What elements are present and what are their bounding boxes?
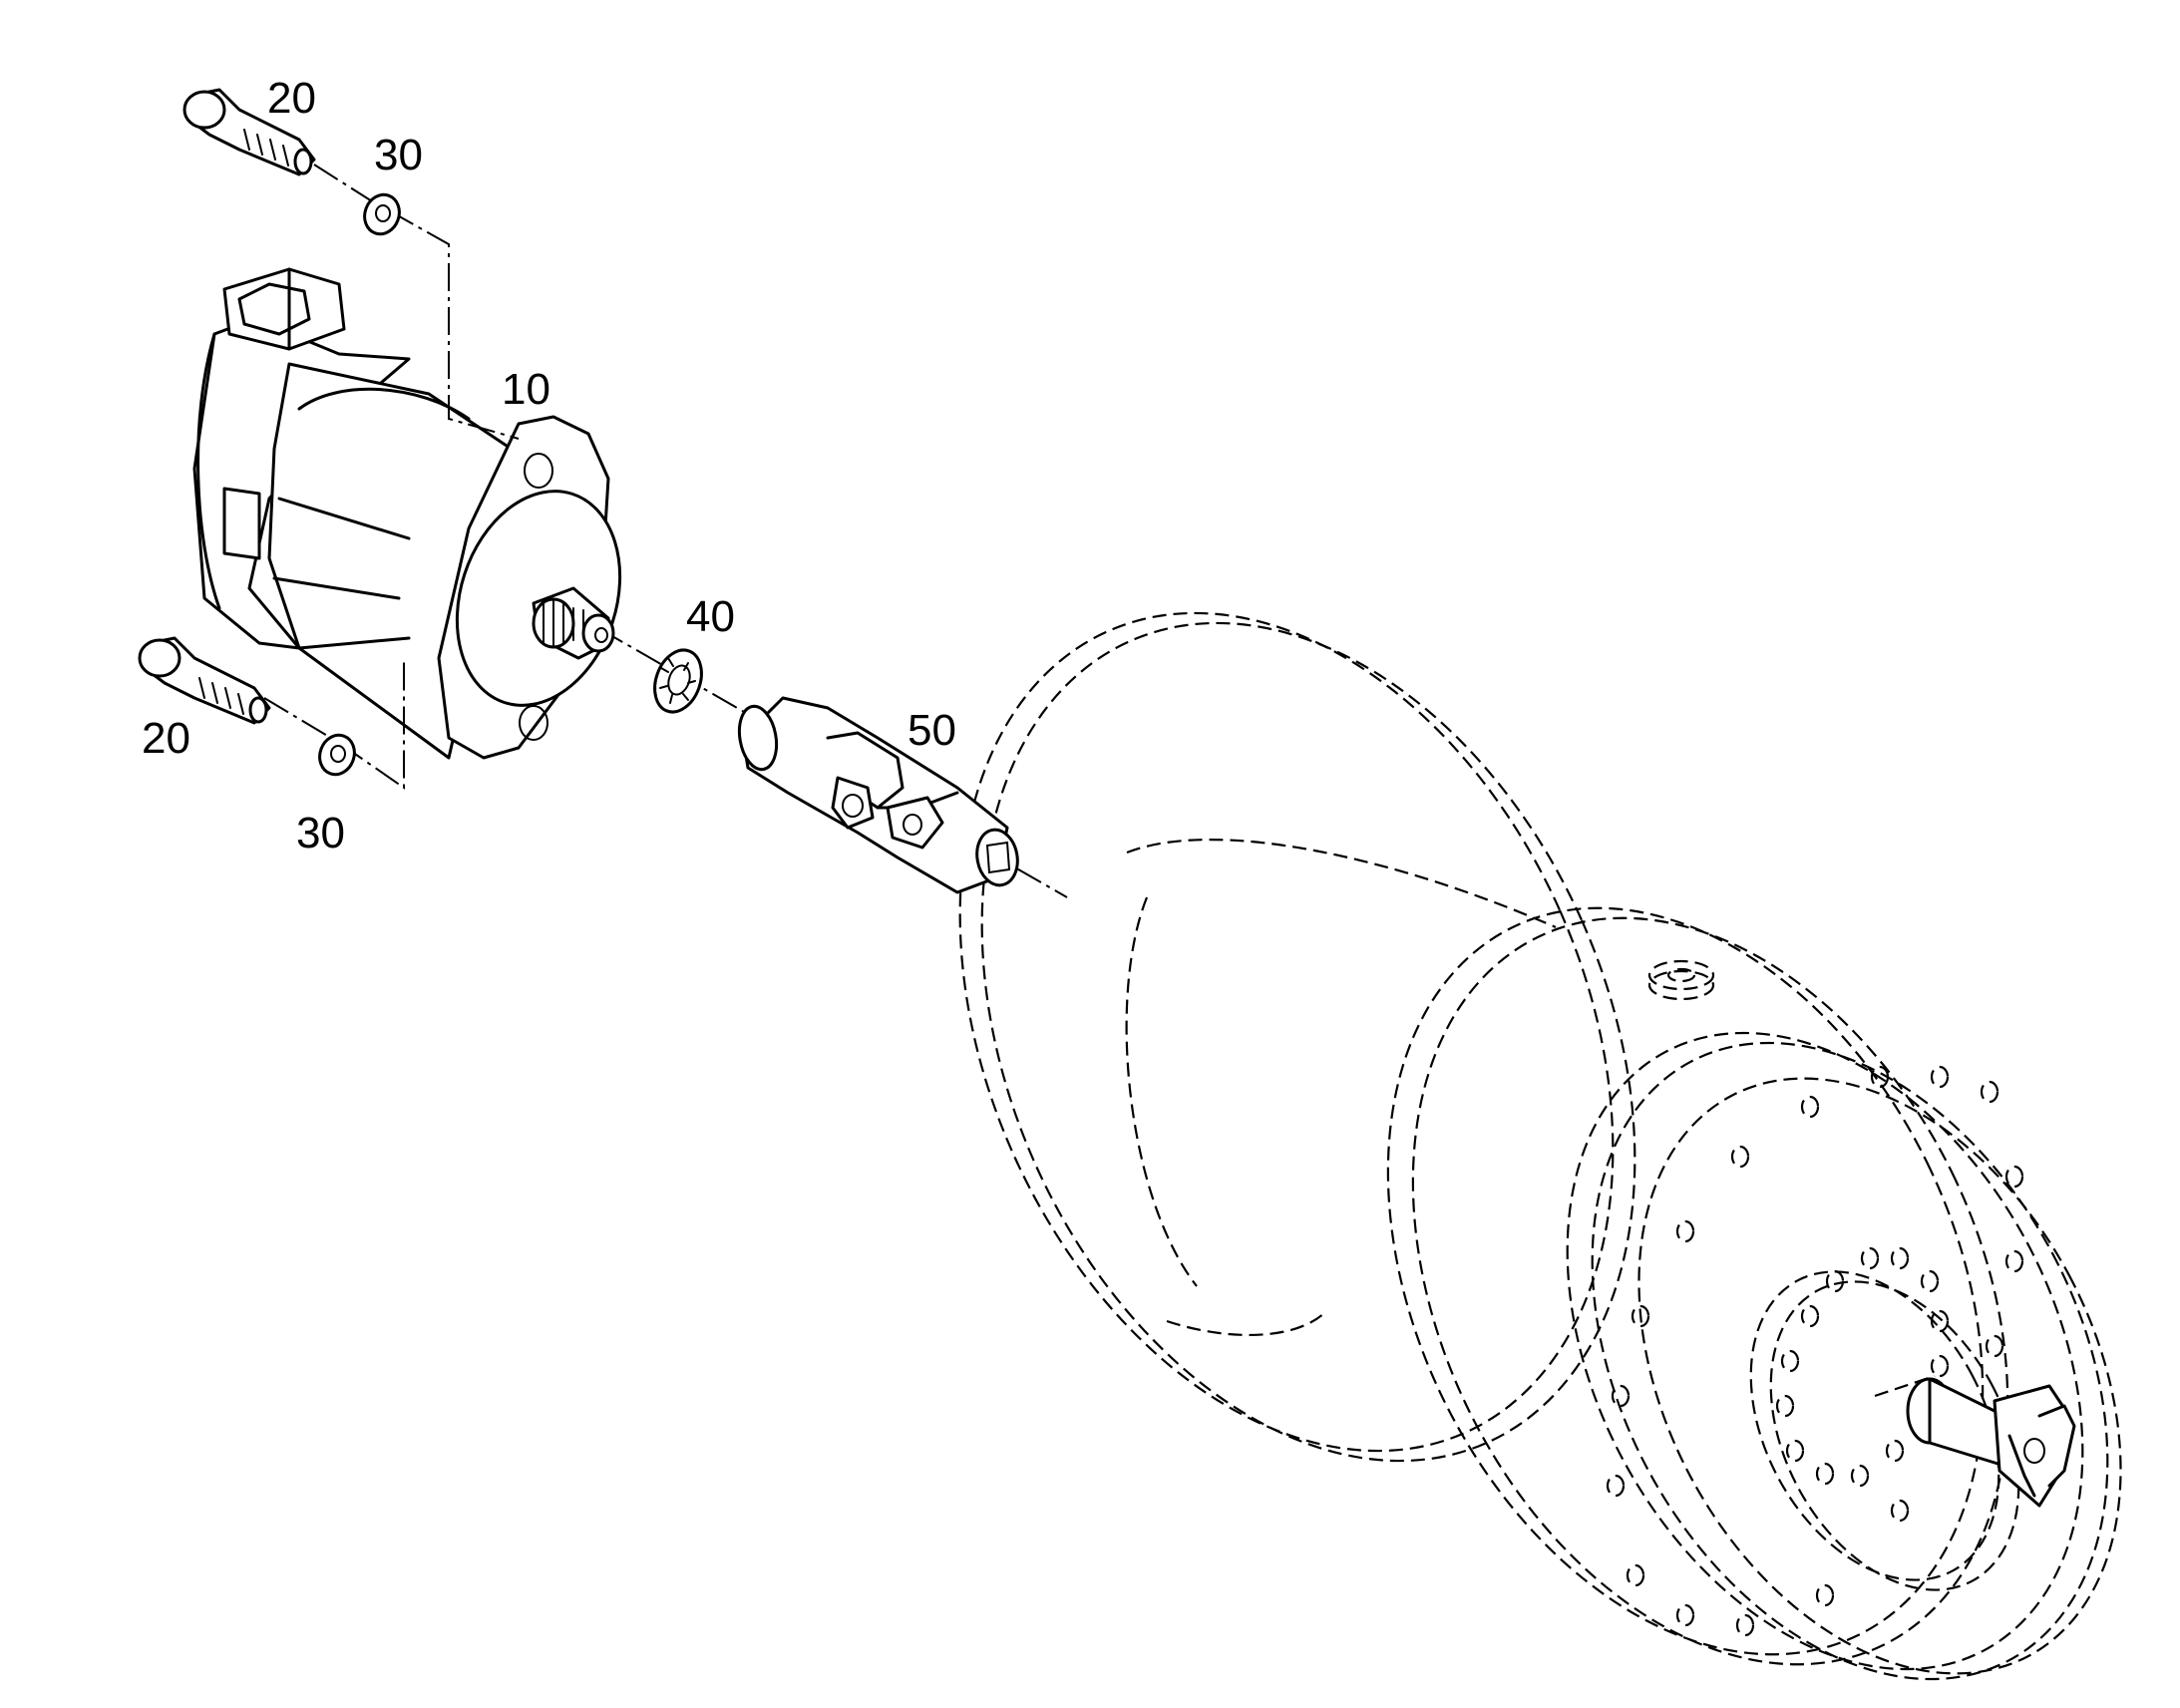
washer-bottom [318,733,356,777]
bolt-top [182,88,316,176]
callout-bolt-bottom: 20 [142,714,190,763]
bolt-leader-top [313,164,520,440]
callout-washer-bottom: 30 [296,809,345,857]
lock-washer [653,648,703,714]
callout-washer-top: 30 [374,131,423,179]
callout-lock-washer: 40 [686,592,735,641]
bolt-bottom [138,636,271,725]
winch-drum-phantom [958,611,2122,1681]
callout-coupling: 50 [908,706,956,755]
bolt-circle-holes [1606,1065,2024,1637]
washer-top [363,192,401,236]
callout-bolt-top: 20 [267,74,316,123]
universal-joint-coupling [737,696,1019,894]
output-shaft-clevis [1874,1374,2076,1508]
callout-motor: 10 [502,365,550,414]
hydraulic-motor [192,267,622,760]
bolt-leader-bottom [263,658,405,790]
